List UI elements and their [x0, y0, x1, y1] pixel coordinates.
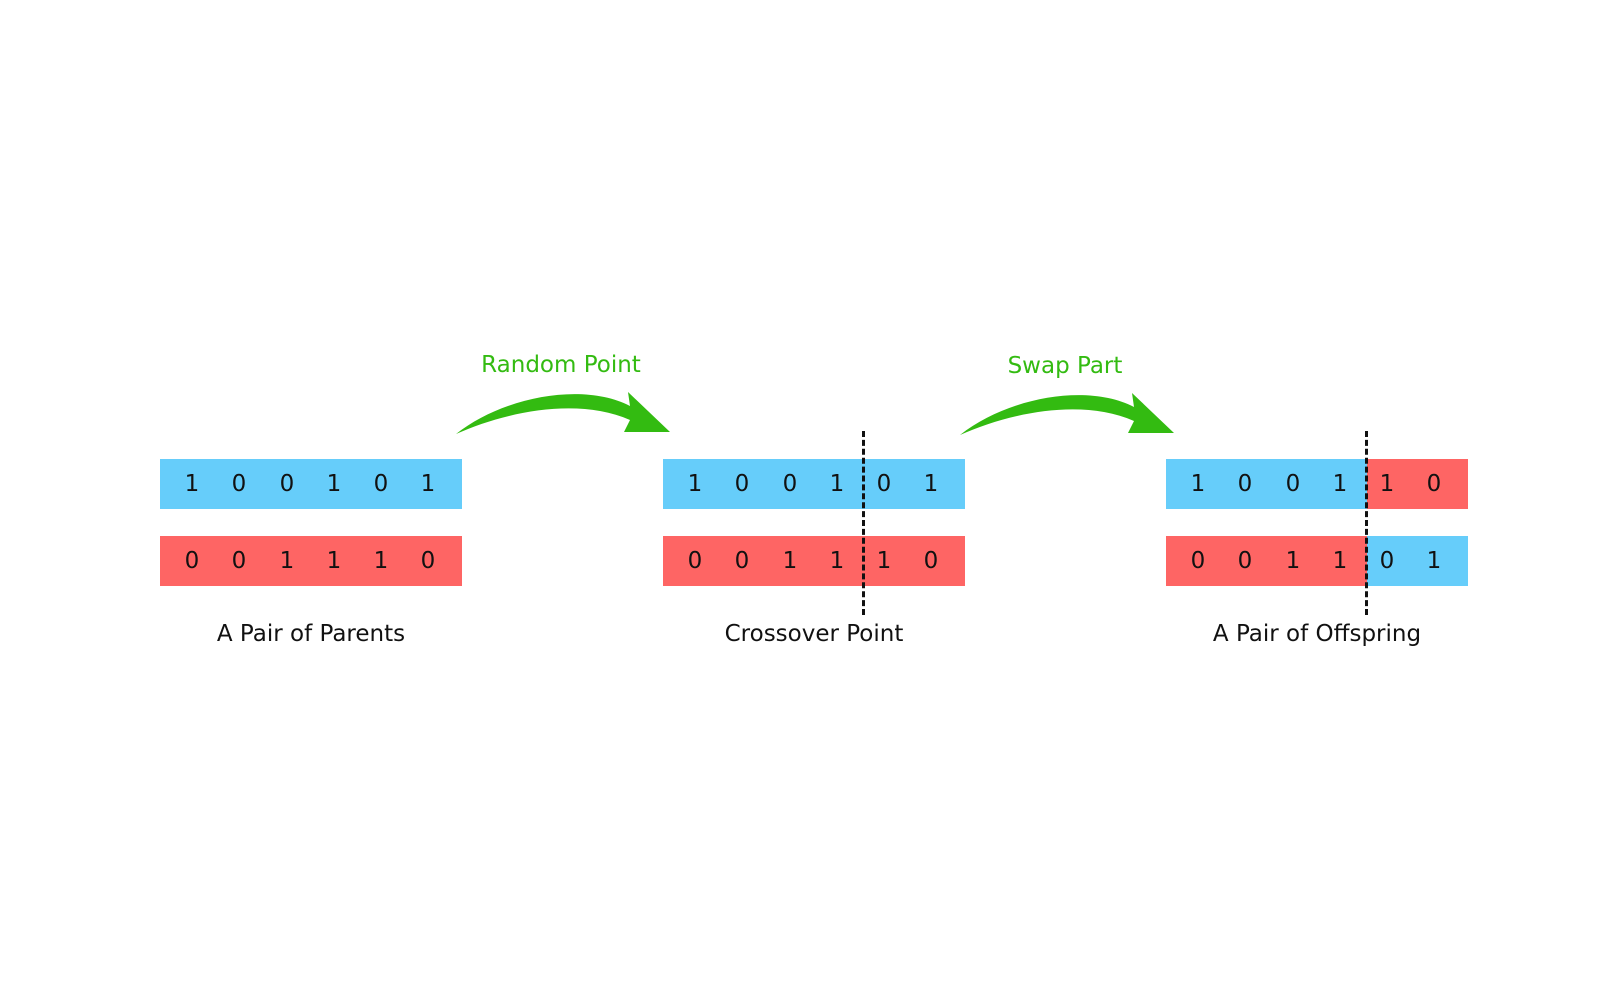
gene-bit: 1	[373, 548, 389, 574]
gene-bit: 0	[1379, 548, 1395, 574]
panel-caption: Crossover Point	[724, 621, 904, 647]
gene-bit: 1	[184, 471, 200, 497]
gene-bit: 1	[876, 548, 892, 574]
parent-chromosome-1: 1 0 0 1 0 1	[160, 459, 462, 509]
gene-bit: 0	[373, 471, 389, 497]
gene-bit: 1	[687, 471, 703, 497]
chromosome-segment-red	[1166, 536, 1368, 586]
crossover-cut-line	[862, 431, 866, 615]
gene-bit: 0	[1426, 471, 1442, 497]
gene-bit: 1	[829, 471, 845, 497]
arrow-label-swap-part: Swap Part	[1007, 353, 1123, 379]
chromosome-segment-red	[160, 536, 462, 586]
gene-bit: 0	[1237, 548, 1253, 574]
offspring-chromosome-1: 1 0 0 1 1 0	[1166, 459, 1468, 509]
gene-bit: 1	[923, 471, 939, 497]
offspring-chromosome-2: 0 0 1 1 0 1	[1166, 536, 1468, 586]
gene-bit: 1	[1379, 471, 1395, 497]
gene-bit: 1	[420, 471, 436, 497]
gene-bit: 1	[1426, 548, 1442, 574]
gene-bit: 0	[1190, 548, 1206, 574]
panel-caption: A Pair of Parents	[216, 621, 406, 647]
panel-crossover-point: 1 0 0 1 0 1 0 0 1 1 1 0 Crossover Point	[663, 431, 965, 659]
panel-parents: 1 0 0 1 0 1 0 0 1 1 1 0 A Pair of Parents	[160, 459, 462, 659]
gene-bit: 0	[1237, 471, 1253, 497]
gene-bit: 1	[326, 471, 342, 497]
gene-bit: 1	[1332, 471, 1348, 497]
gene-bit: 0	[1285, 471, 1301, 497]
gene-bit: 0	[420, 548, 436, 574]
chromosome-segment-blue	[1367, 536, 1468, 586]
chromosome-segment-blue	[663, 459, 965, 509]
gene-bit: 0	[279, 471, 295, 497]
chromosome-segment-blue	[160, 459, 462, 509]
gene-bit: 1	[326, 548, 342, 574]
curved-arrow-icon	[456, 392, 670, 434]
chromosome-bottom: 0 0 1 1 1 0	[663, 536, 965, 586]
arrow-label-random-point: Random Point	[481, 352, 641, 378]
gene-bit: 0	[923, 548, 939, 574]
curved-arrow-icon	[960, 393, 1174, 435]
gene-bit: 0	[184, 548, 200, 574]
gene-bit: 1	[1332, 548, 1348, 574]
parent-chromosome-2: 0 0 1 1 1 0	[160, 536, 462, 586]
gene-bit: 0	[687, 548, 703, 574]
gene-bit: 1	[1285, 548, 1301, 574]
gene-bit: 1	[782, 548, 798, 574]
gene-bit: 0	[231, 548, 247, 574]
gene-bit: 1	[1190, 471, 1206, 497]
panel-offspring: 1 0 0 1 1 0 0 0 1 1 0 1 A Pair of Offspring	[1166, 431, 1468, 659]
chromosome-segment-red	[1367, 459, 1468, 509]
chromosome-segment-red	[663, 536, 965, 586]
chromosome-segment-blue	[1166, 459, 1368, 509]
panel-caption: A Pair of Offspring	[1212, 621, 1422, 647]
gene-bit: 0	[734, 548, 750, 574]
gene-bit: 0	[734, 471, 750, 497]
gene-bit: 1	[829, 548, 845, 574]
chromosome-top: 1 0 0 1 0 1	[663, 459, 965, 509]
crossover-cut-line	[1365, 431, 1369, 615]
gene-bit: 0	[231, 471, 247, 497]
gene-bit: 1	[279, 548, 295, 574]
gene-bit: 0	[782, 471, 798, 497]
gene-bit: 0	[876, 471, 892, 497]
